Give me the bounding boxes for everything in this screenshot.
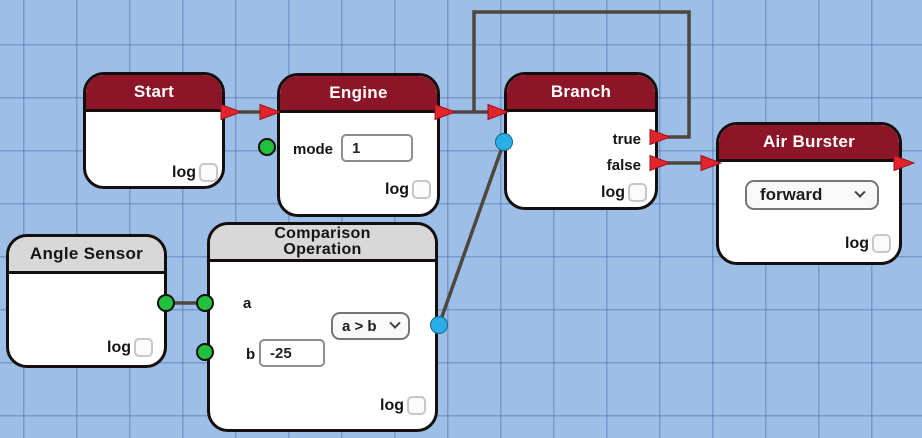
branch-true-output-flow-port[interactable] [649,128,671,146]
log-label: log [845,234,869,252]
false-label: false [606,157,641,174]
chevron-down-icon [854,186,866,198]
node-branch-header: Branch [507,75,655,112]
node-air-burster-title: Air Burster [762,132,856,151]
true-label: true [612,131,641,148]
node-comparison-title-line2: Operation [283,241,362,258]
log-label: log [601,183,625,201]
mode-input[interactable] [341,134,413,162]
branch-input-flow-port[interactable] [487,103,509,121]
comparison-b-input-port[interactable] [196,343,214,361]
node-air-burster[interactable]: Air Burster forward log [716,122,902,265]
comparison-a-input-port[interactable] [196,294,214,312]
log-checkbox[interactable] [412,180,431,199]
node-comparison-operation[interactable]: Comparison Operation a b a > b log [207,222,438,432]
log-checkbox[interactable] [134,338,153,357]
engine-input-flow-port[interactable] [259,103,281,121]
air-burster-output-flow-port[interactable] [893,154,915,172]
branch-false-output-flow-port[interactable] [649,154,671,172]
log-checkbox[interactable] [872,234,891,253]
log-label: log [385,180,409,198]
node-comparison-title-line1: Comparison [274,225,371,242]
log-label: log [172,163,196,181]
direction-dropdown-value: forward [760,185,823,204]
log-checkbox[interactable] [407,396,426,415]
a-label: a [243,295,252,312]
mode-label: mode [293,141,334,158]
wire-branch-true-loop[interactable] [472,10,691,139]
air-burster-input-flow-port[interactable] [700,154,722,172]
node-branch[interactable]: Branch true false log [504,72,658,210]
node-start[interactable]: Start log [83,72,225,189]
log-checkbox[interactable] [199,163,218,182]
node-air-burster-header: Air Burster [719,125,899,162]
engine-output-flow-port[interactable] [434,103,456,121]
log-label: log [107,338,131,356]
wire-comparison-to-branch-condition[interactable] [437,141,506,326]
chevron-down-icon [389,317,401,329]
b-input[interactable] [259,339,325,367]
node-angle-sensor[interactable]: Angle Sensor log [6,234,167,368]
angle-sensor-output-port[interactable] [157,294,175,312]
node-engine-header: Engine [280,76,437,113]
log-checkbox[interactable] [628,183,647,202]
engine-mode-input-port[interactable] [258,138,276,156]
direction-dropdown[interactable]: forward [745,180,879,210]
start-output-flow-port[interactable] [220,103,242,121]
node-engine[interactable]: Engine mode log [277,73,440,217]
node-engine-title: Engine [329,83,388,102]
b-label: b [246,346,256,363]
node-angle-sensor-header: Angle Sensor [9,237,164,274]
node-start-title: Start [133,82,175,101]
node-comparison-operation-header: Comparison Operation [210,225,435,262]
branch-condition-input-port[interactable] [495,133,513,151]
node-start-header: Start [86,75,222,112]
operator-dropdown-value: a > b [342,317,377,335]
operator-dropdown[interactable]: a > b [331,312,410,340]
comparison-result-output-port[interactable] [430,316,448,334]
log-label: log [380,396,404,414]
node-angle-sensor-title: Angle Sensor [29,244,144,263]
node-branch-title: Branch [550,82,612,101]
